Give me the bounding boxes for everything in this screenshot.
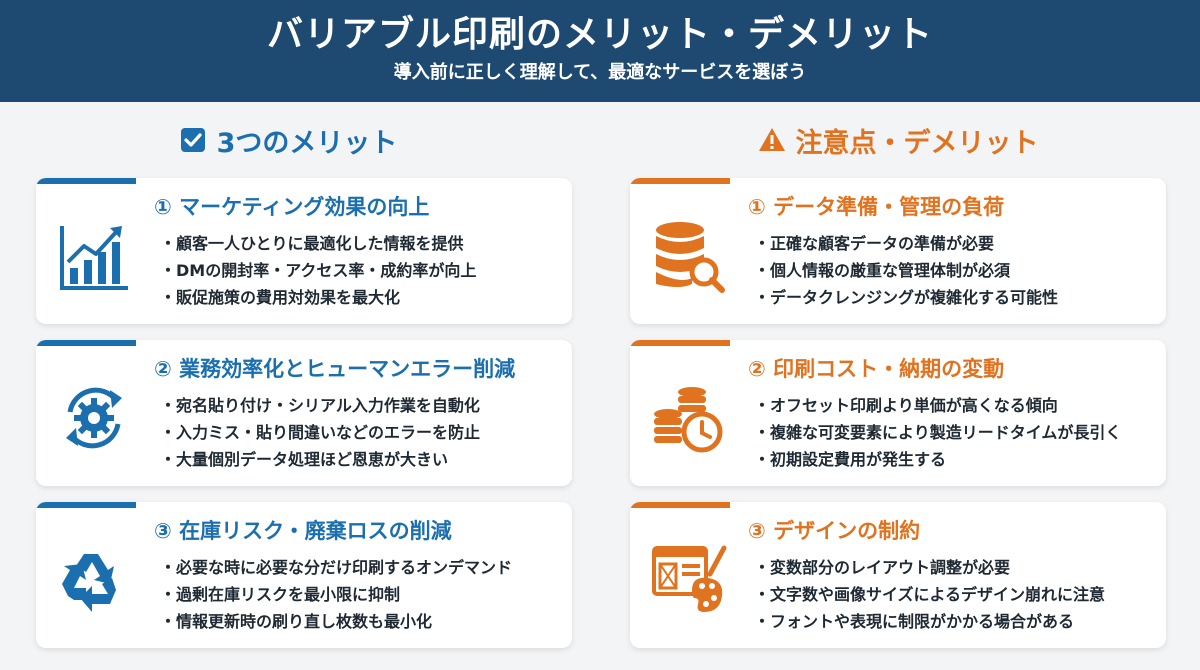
merit-card-title: ③ 在庫リスク・廃棄ロスの削減: [154, 519, 452, 543]
list-item: 宛名貼り付け・シリアル入力作業を自動化: [160, 392, 480, 419]
demerit-points: オフセット印刷より単価が高くなる傾向 複雑な可変要素により製造リードタイムが長引…: [754, 392, 1121, 473]
demerit-points: 正確な顧客データの準備が必要 個人情報の厳重な管理体制が必須 データクレンジング…: [754, 230, 1058, 311]
merit-card-title: ② 業務効率化とヒューマンエラー削減: [154, 357, 516, 381]
merit-points: 宛名貼り付け・シリアル入力作業を自動化 入力ミス・貼り間違いなどのエラーを防止 …: [160, 392, 480, 473]
list-item: 正確な顧客データの準備が必要: [754, 230, 1058, 257]
list-item: データクレンジングが複雑化する可能性: [754, 284, 1058, 311]
list-item: フォントや表現に制限がかかる場合がある: [754, 608, 1105, 635]
database-search-icon: [656, 222, 725, 293]
merit-card-marketing: ① マーケティング効果の向上 顧客一人ひとりに最適化した情報を提供 DMの開封率…: [36, 178, 572, 324]
list-item: 文字数や画像サイズによるデザイン崩れに注意: [754, 581, 1105, 608]
list-item: 必要な時に必要な分だけ印刷するオンデマンド: [160, 554, 512, 581]
checkbox-icon: [180, 128, 205, 152]
merit-card-inventory: ③ 在庫リスク・廃棄ロスの削減 必要な時に必要な分だけ印刷するオンデマンド 過剰…: [36, 502, 572, 648]
list-item: 販促施策の費用対効果を最大化: [160, 284, 476, 311]
merits-heading-label: 3つのメリット: [216, 127, 398, 159]
merit-points: 顧客一人ひとりに最適化した情報を提供 DMの開封率・アクセス率・成約率が向上 販…: [160, 230, 476, 311]
demerit-card-title: ③ デザインの制約: [748, 519, 921, 543]
list-item: 入力ミス・貼り間違いなどのエラーを防止: [160, 419, 480, 446]
page-title: バリアブル印刷のメリット・デメリット: [266, 14, 933, 55]
list-item: DMの開封率・アクセス率・成約率が向上: [160, 257, 476, 284]
demerits-heading: 注意点・デメリット: [630, 102, 1166, 178]
warning-icon: [758, 128, 785, 151]
list-item: 個人情報の厳重な管理体制が必須: [754, 257, 1058, 284]
content-columns: 3つのメリット ① マーケティング効果の向上 顧客一人ひとりに最適化した情報を提…: [0, 102, 1200, 670]
demerit-card-data: ① データ準備・管理の負荷 正確な顧客データの準備が必要 個人情報の厳重な管理体…: [630, 178, 1166, 324]
demerit-card-cost: ② 印刷コスト・納期の変動 オフセット印刷より単価が高くなる傾向 複雑な可変要素…: [630, 340, 1166, 486]
merit-card-efficiency: ② 業務効率化とヒューマンエラー削減 宛名貼り付け・シリアル入力作業を自動化 入…: [36, 340, 572, 486]
recycle-icon: [62, 554, 116, 612]
demerit-card-title: ② 印刷コスト・納期の変動: [748, 357, 1005, 381]
list-item: 変数部分のレイアウト調整が必要: [754, 554, 1105, 581]
demerits-column: 注意点・デメリット ① データ準備・管理の負荷 正確な顧客データの準備が必要 個…: [630, 102, 1166, 648]
page-header: バリアブル印刷のメリット・デメリット 導入前に正しく理解して、最適なサービスを選…: [0, 0, 1200, 102]
list-item: 顧客一人ひとりに最適化した情報を提供: [160, 230, 476, 257]
gear-cycle-icon: [66, 387, 122, 449]
demerits-heading-label: 注意点・デメリット: [795, 127, 1039, 159]
merit-points: 必要な時に必要な分だけ印刷するオンデマンド 過剰在庫リスクを最小限に抑制 情報更…: [160, 554, 512, 635]
layout-palette-icon: [652, 545, 727, 612]
growth-chart-icon: [60, 226, 128, 290]
merits-column: 3つのメリット ① マーケティング効果の向上 顧客一人ひとりに最適化した情報を提…: [36, 102, 572, 648]
page-subtitle: 導入前に正しく理解して、最適なサービスを選ぼう: [393, 62, 807, 83]
demerit-card-design: ③ デザインの制約 変数部分のレイアウト調整が必要 文字数や画像サイズによるデザ…: [630, 502, 1166, 648]
list-item: 初期設定費用が発生する: [754, 446, 1121, 473]
list-item: 情報更新時の刷り直し枚数も最小化: [160, 608, 512, 635]
list-item: 過剰在庫リスクを最小限に抑制: [160, 581, 512, 608]
list-item: オフセット印刷より単価が高くなる傾向: [754, 392, 1121, 419]
merits-heading: 3つのメリット: [36, 102, 572, 178]
demerit-card-title: ① データ準備・管理の負荷: [748, 195, 1005, 219]
list-item: 大量個別データ処理ほど恩恵が大きい: [160, 446, 480, 473]
list-item: 複雑な可変要素により製造リードタイムが長引く: [754, 419, 1121, 446]
coins-clock-icon: [654, 387, 723, 453]
merit-card-title: ① マーケティング効果の向上: [154, 195, 430, 219]
demerit-points: 変数部分のレイアウト調整が必要 文字数や画像サイズによるデザイン崩れに注意 フォ…: [754, 554, 1105, 635]
